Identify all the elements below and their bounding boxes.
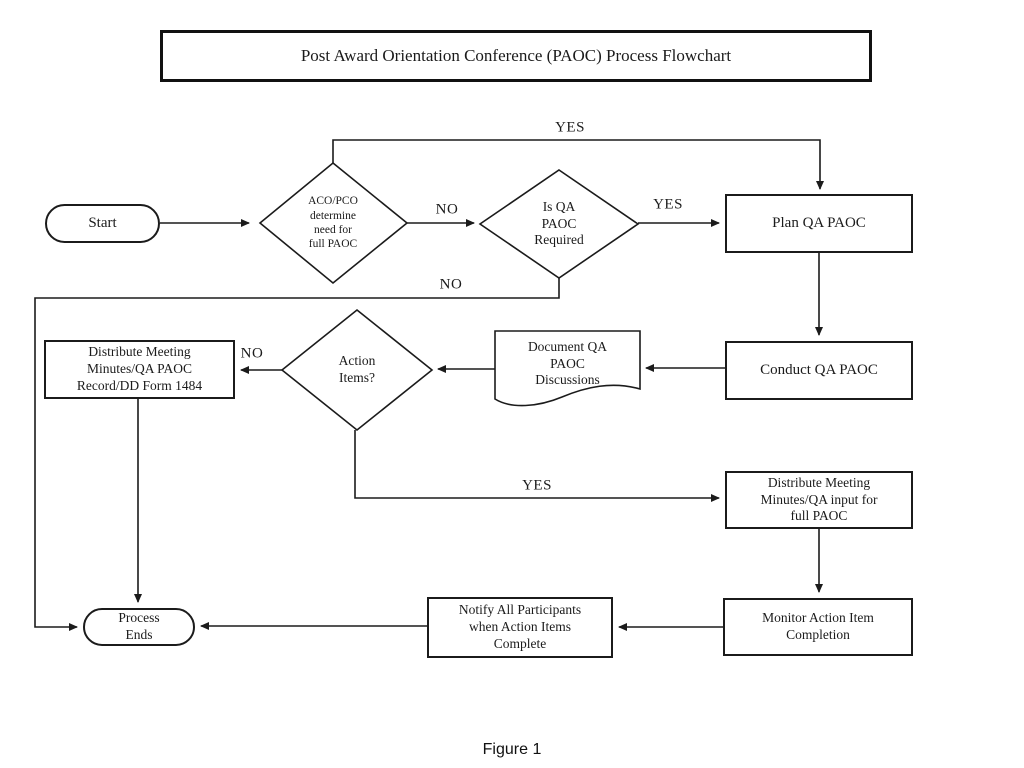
distribute-minutes-record-label: Distribute Meeting Minutes/QA PAOC Recor… [76, 344, 203, 393]
process-distribute-minutes-input: Distribute Meeting Minutes/QA input for … [725, 471, 913, 529]
edge-label-action-no: NO [240, 345, 264, 362]
page-title: Post Award Orientation Conference (PAOC)… [300, 46, 732, 65]
document-qa-discussions-label-box: Document QA PAOC Discussions [497, 334, 638, 394]
edge-isqa-no-to-process-ends [34, 278, 560, 631]
decision-is-qa-required-shape [478, 169, 640, 279]
start-label: Start [88, 215, 117, 232]
figure-caption: Figure 1 [432, 738, 592, 762]
process-monitor-action-items: Monitor Action Item Completion [723, 598, 913, 656]
decision-is-qa-required-label: Is QA PAOC Required [534, 198, 584, 248]
notify-participants-label: Notify All Participants when Action Item… [458, 602, 582, 651]
plan-qa-paoc-label: Plan QA PAOC [772, 215, 866, 232]
decision-aco-pco-label: ACO/PCO determine need for full PAOC [308, 195, 358, 251]
process-ends-label: Process Ends [118, 610, 160, 642]
edge-action-yes-to-distribute-input [354, 430, 720, 502]
figure-caption-text: Figure 1 [482, 741, 542, 758]
conduct-qa-paoc-label: Conduct QA PAOC [760, 362, 878, 379]
decision-action-items-label: Action Items? [338, 353, 376, 385]
edge-label-qa-no: NO [439, 276, 463, 293]
terminator-process-ends: Process Ends [83, 608, 195, 646]
decision-is-qa-required-label-box: Is QA PAOC Required [499, 186, 619, 262]
document-qa-discussions-label: Document QA PAOC Discussions [527, 338, 608, 388]
decision-aco-pco-label-box: ACO/PCO determine need for full PAOC [273, 177, 393, 269]
edge-label-aco-no: NO [435, 201, 459, 218]
edge-label-aco-yes: YES [555, 119, 585, 136]
decision-aco-pco-shape [258, 161, 409, 285]
process-distribute-minutes-record: Distribute Meeting Minutes/QA PAOC Recor… [44, 340, 235, 399]
distribute-minutes-input-label: Distribute Meeting Minutes/QA input for … [760, 474, 878, 524]
title-box: Post Award Orientation Conference (PAOC)… [160, 30, 872, 82]
monitor-action-items-label: Monitor Action Item Completion [762, 610, 874, 642]
process-conduct-qa-paoc: Conduct QA PAOC [725, 341, 913, 400]
edge-label-action-yes: YES [522, 477, 552, 494]
process-plan-qa-paoc: Plan QA PAOC [725, 194, 913, 253]
edge-aco-yes-to-plan [332, 139, 824, 190]
edge-label-qa-yes: YES [653, 196, 683, 213]
process-notify-participants: Notify All Participants when Action Item… [427, 597, 613, 658]
terminator-start: Start [45, 204, 160, 243]
decision-action-items-shape [280, 308, 434, 432]
decision-action-items-label-box: Action Items? [297, 340, 417, 400]
document-qa-discussions-shape [494, 330, 641, 407]
